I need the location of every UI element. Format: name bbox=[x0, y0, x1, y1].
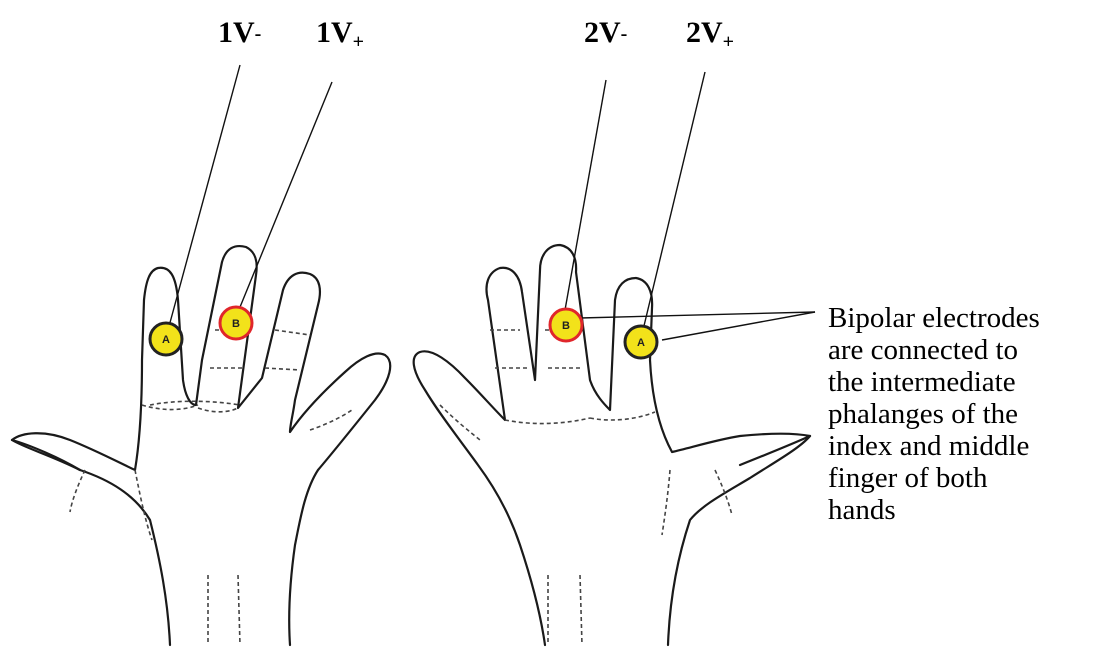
left-hand bbox=[12, 246, 390, 645]
label-1v-plus: 1V+ bbox=[316, 16, 364, 53]
caption-line: finger of both bbox=[828, 462, 1113, 494]
caption-line: Bipolar electrodes bbox=[828, 302, 1113, 334]
electrode-left-b-letter: B bbox=[232, 318, 240, 330]
caption-line: are connected to bbox=[828, 334, 1113, 366]
caption-line: phalanges of the bbox=[828, 398, 1113, 430]
lead-1v-minus bbox=[168, 65, 240, 330]
electrode-left-b: B bbox=[220, 307, 252, 339]
lead-caption-a bbox=[662, 312, 815, 340]
electrode-left-a-letter: A bbox=[162, 334, 170, 346]
right-hand-outline bbox=[414, 245, 810, 645]
right-thumb-crease bbox=[740, 436, 810, 465]
caption-line: the intermediate bbox=[828, 366, 1113, 398]
electrode-right-a-letter: A bbox=[637, 337, 645, 349]
electrode-caption: Bipolar electrodes are connected to the … bbox=[828, 302, 1113, 526]
label-2v-minus: 2V- bbox=[584, 16, 627, 49]
caption-line: index and middle bbox=[828, 430, 1113, 462]
leader-lines bbox=[168, 65, 815, 340]
caption-line: hands bbox=[828, 494, 1113, 526]
electrode-right-a: A bbox=[625, 326, 657, 358]
electrode-left-a: A bbox=[150, 323, 182, 355]
lead-2v-minus bbox=[565, 80, 606, 310]
electrode-right-b-letter: B bbox=[562, 320, 570, 332]
electrode-right-b: B bbox=[550, 309, 582, 341]
lead-1v-plus bbox=[238, 82, 332, 312]
lead-2v-plus bbox=[643, 72, 705, 330]
label-2v-plus: 2V+ bbox=[686, 16, 734, 53]
left-hand-outline bbox=[12, 246, 390, 645]
label-1v-minus: 1V- bbox=[218, 16, 261, 49]
right-hand bbox=[414, 245, 810, 645]
